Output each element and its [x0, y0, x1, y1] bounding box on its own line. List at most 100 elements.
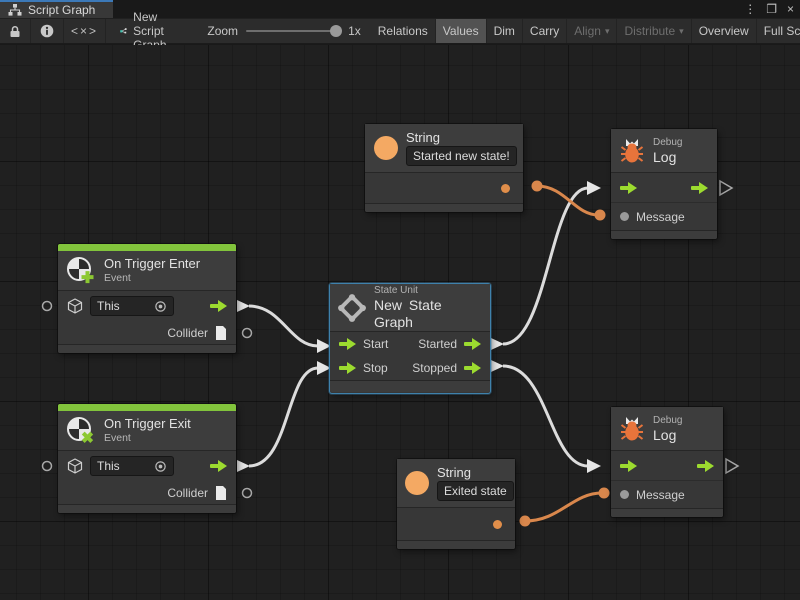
node-on-trigger-exit[interactable]: On Trigger Exit Event This — [58, 404, 236, 513]
lock-button[interactable] — [0, 19, 31, 43]
unconnected-flow-triangle[interactable] — [719, 179, 734, 197]
collider-label: Collider — [167, 485, 208, 500]
gameobject-cube-icon — [67, 458, 83, 474]
collider-doc-icon — [216, 485, 226, 500]
wire-enter-to-start[interactable] — [248, 304, 319, 348]
object-picker-icon[interactable] — [154, 300, 167, 313]
started-label: Started — [418, 337, 457, 351]
flow-input-arrow-icon[interactable] — [620, 181, 637, 194]
lock-icon — [10, 25, 20, 37]
info-button[interactable] — [31, 19, 64, 43]
wire-string1-to-message1[interactable] — [536, 184, 599, 217]
graph-toolbar: <×> New Script Graph Zoom 1x Relations V… — [0, 10, 800, 52]
string-literal-icon — [405, 471, 429, 495]
overview-button[interactable]: Overview — [692, 19, 757, 43]
unconnected-port-circle[interactable] — [41, 300, 53, 312]
zoom-slider[interactable] — [246, 25, 343, 37]
start-input-arrow-icon[interactable] — [339, 338, 356, 350]
node-debug-log-1[interactable]: Debug Log Message — [611, 129, 717, 239]
trigger-enter-icon — [67, 256, 94, 283]
node-footer — [58, 504, 236, 513]
node-footer — [397, 540, 515, 549]
node-header: String Started new state! — [365, 124, 523, 173]
node-footer — [611, 230, 717, 239]
wire-source-arrow — [491, 360, 504, 372]
node-state-unit[interactable]: State Unit New State Graph Start Started… — [330, 284, 490, 393]
zoom-label: Zoom — [207, 24, 239, 38]
stop-input-arrow-icon[interactable] — [339, 362, 356, 374]
wire-source-arrow — [237, 460, 250, 472]
node-footer — [365, 203, 523, 212]
node-title: On Trigger Enter — [104, 256, 201, 271]
node-header: On Trigger Exit Event — [58, 411, 236, 451]
tab-script-graph[interactable]: Script Graph — [0, 0, 113, 18]
unconnected-port-circle[interactable] — [41, 460, 53, 472]
flow-output-arrow-icon[interactable] — [691, 181, 708, 194]
collider-output-port[interactable] — [241, 487, 253, 499]
node-category: State Unit — [374, 285, 418, 296]
started-output-arrow-icon[interactable] — [464, 338, 481, 350]
graph-hierarchy-icon — [8, 4, 22, 16]
wire-dest-arrow — [587, 181, 601, 195]
node-title: On Trigger Exit — [104, 416, 191, 431]
collider-output-port[interactable] — [241, 327, 253, 339]
info-icon — [40, 24, 54, 38]
distribute-button[interactable]: Distribute ▾ — [617, 19, 692, 43]
flow-input-arrow-icon[interactable] — [620, 459, 637, 472]
target-object-field[interactable]: This — [90, 296, 174, 316]
object-picker-icon[interactable] — [154, 460, 167, 473]
unconnected-flow-triangle[interactable] — [725, 457, 740, 475]
graph-canvas[interactable]: String Started new state! — [0, 45, 800, 600]
message-label: Message — [636, 487, 685, 502]
zoom-slider-handle[interactable] — [330, 25, 343, 37]
full-screen-label: Full Screen — [763, 24, 800, 38]
tab-bar: Script Graph ⋮ ❐ × — [0, 0, 800, 18]
wire-string2-to-message2[interactable] — [524, 491, 603, 523]
gameobject-cube-icon — [67, 298, 83, 314]
dim-button[interactable]: Dim — [487, 19, 523, 43]
chevron-down-icon: ▾ — [604, 25, 610, 36]
string-output-port[interactable] — [501, 183, 510, 193]
string-value-input[interactable]: Started new state! — [406, 146, 517, 166]
string-value-input[interactable]: Exited state — [437, 481, 514, 501]
flow-output-arrow-icon[interactable] — [210, 300, 227, 312]
wire-stopped-to-log2[interactable] — [502, 364, 589, 468]
node-subtitle: Event — [104, 432, 131, 444]
flow-output-arrow-icon[interactable] — [697, 459, 714, 472]
chevron-down-icon: ▾ — [679, 25, 684, 36]
align-button[interactable]: Align ▾ — [567, 19, 618, 43]
node-debug-log-2[interactable]: Debug Log Message — [611, 407, 723, 517]
flow-output-arrow-icon[interactable] — [210, 460, 227, 472]
node-string-2[interactable]: String Exited state — [397, 459, 515, 549]
node-title: New State Graph — [374, 297, 442, 330]
tab-strip-empty — [113, 0, 744, 18]
carry-button[interactable]: Carry — [523, 19, 568, 43]
window-controls: ⋮ ❐ × — [744, 0, 800, 18]
maximize-icon[interactable]: ❐ — [766, 2, 777, 16]
node-header: State Unit New State Graph — [330, 284, 490, 332]
zoom-to-fit-button[interactable]: <×> — [64, 19, 107, 43]
target-value: This — [97, 459, 120, 473]
zoom-group: Zoom 1x — [185, 19, 370, 43]
full-screen-button[interactable]: Full Screen — [757, 19, 800, 43]
node-string-1[interactable]: String Started new state! — [365, 124, 523, 212]
stopped-output-arrow-icon[interactable] — [464, 362, 481, 374]
node-on-trigger-enter[interactable]: On Trigger Enter Event This — [58, 244, 236, 353]
target-object-field[interactable]: This — [90, 456, 174, 476]
string-output-port[interactable] — [493, 519, 502, 529]
message-row: Message — [611, 203, 717, 230]
node-title: String — [437, 465, 471, 480]
node-footer — [611, 508, 723, 517]
stop-row: Stop Stopped — [330, 356, 490, 380]
message-input-port[interactable] — [620, 212, 629, 221]
relations-button[interactable]: Relations — [371, 19, 436, 43]
wire-exit-to-stop[interactable] — [248, 366, 319, 468]
values-button[interactable]: Values — [435, 19, 487, 43]
script-graph-icon — [120, 28, 127, 34]
close-icon[interactable]: × — [786, 2, 794, 16]
angle-brackets-icon: <×> — [71, 24, 99, 38]
menu-icon[interactable]: ⋮ — [744, 2, 757, 16]
message-input-port[interactable] — [620, 490, 629, 499]
wire-orange-endpoint — [519, 515, 531, 527]
